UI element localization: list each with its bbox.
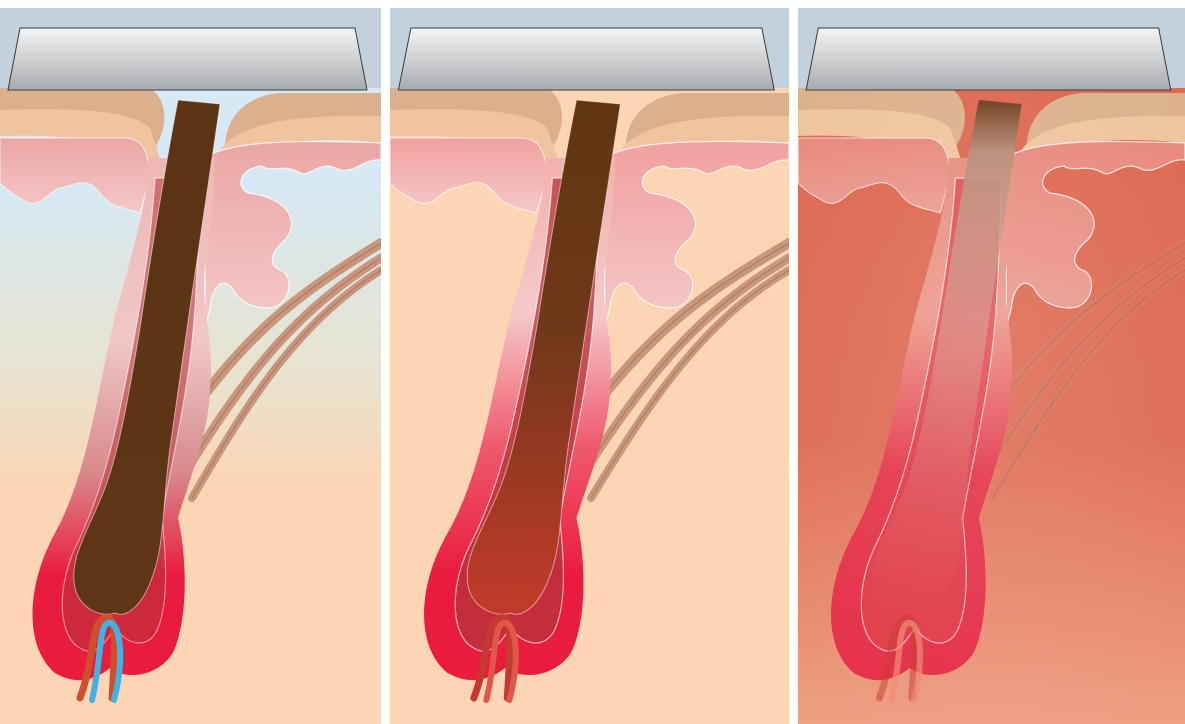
hair-follicle-diagram (390, 8, 789, 724)
hair-follicle-diagram (798, 8, 1185, 724)
heat-haze-overlay (798, 88, 1185, 724)
laser-applicator (8, 28, 367, 90)
laser-applicator (398, 28, 774, 90)
hair-follicle-diagram (0, 8, 381, 724)
laser-applicator (806, 28, 1171, 90)
panel-before (0, 8, 381, 724)
panel-thermal-destruction (798, 8, 1185, 724)
panel-absorption (390, 8, 789, 724)
